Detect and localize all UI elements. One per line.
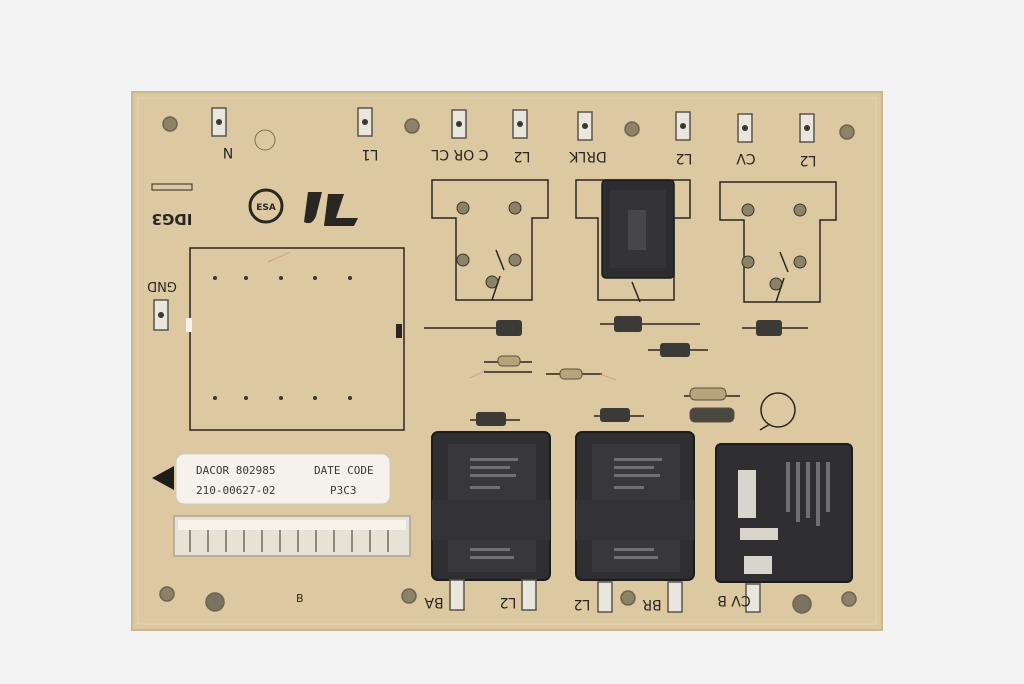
gnd-label: GND bbox=[147, 278, 177, 293]
terminal-label-c-or-cl: C OR CL bbox=[431, 146, 488, 162]
terminal-label-l2-a: L2 bbox=[514, 148, 531, 164]
terminal-label-drlk: DRLK bbox=[568, 148, 606, 164]
terminal-label-br: BR bbox=[642, 596, 662, 612]
sticker-serial: 210-00627-02 bbox=[196, 484, 275, 497]
large-relay-right bbox=[715, 443, 853, 583]
gnd-terminal: GND bbox=[147, 278, 177, 331]
sticker-date-code-label: DATE CODE bbox=[314, 464, 374, 477]
esa-mark bbox=[248, 188, 284, 224]
red-stamp-marks bbox=[267, 251, 617, 381]
terminal-label-l1: L1 bbox=[362, 146, 379, 162]
date-stamp-text: IDG3 bbox=[152, 210, 193, 228]
terminal-label-l2-b: L2 bbox=[676, 150, 693, 166]
small-relay bbox=[601, 179, 675, 279]
date-stamp: IDG3 bbox=[151, 183, 193, 228]
label-sticker: DACOR 802985 DATE CODE 210-00627-02 P3C3 bbox=[152, 453, 391, 505]
sticker-date-code-value: P3C3 bbox=[330, 484, 357, 497]
large-relay-center bbox=[575, 431, 695, 581]
small-components bbox=[424, 316, 808, 431]
large-relay-left bbox=[431, 431, 551, 581]
bottom-terminals: BA L2 L2 BR CV B bbox=[424, 579, 761, 613]
connector-pin-label: B bbox=[296, 592, 304, 605]
capacitor-outline bbox=[760, 392, 796, 428]
terminal-label-l2-e: L2 bbox=[574, 596, 591, 612]
cert-marks: ESA bbox=[248, 129, 358, 226]
top-terminals bbox=[211, 107, 815, 143]
terminal-label-l2-c: L2 bbox=[800, 152, 817, 168]
terminal-label-cvb: CV B bbox=[717, 592, 750, 608]
sticker-part-number: DACOR 802985 bbox=[196, 464, 275, 477]
relay-footprint-pads bbox=[456, 201, 807, 291]
mounting-holes bbox=[159, 116, 857, 614]
terminal-label-n: N bbox=[223, 144, 233, 160]
terminal-label-ba: BA bbox=[424, 594, 444, 610]
ul-mark bbox=[304, 192, 358, 226]
terminal-label-cv: CV bbox=[736, 150, 756, 166]
esa-mark-text: ESA bbox=[256, 203, 276, 213]
relay-footprints bbox=[431, 179, 837, 303]
relay-footprint-switch-symbols bbox=[491, 249, 789, 303]
terminal-label-l2-d: L2 bbox=[500, 594, 517, 610]
terminal-labels: N L1 C OR CL L2 DRLK L2 CV L2 bbox=[223, 144, 817, 168]
transformer-footprint bbox=[186, 247, 405, 431]
edge-connector: B bbox=[173, 515, 411, 605]
